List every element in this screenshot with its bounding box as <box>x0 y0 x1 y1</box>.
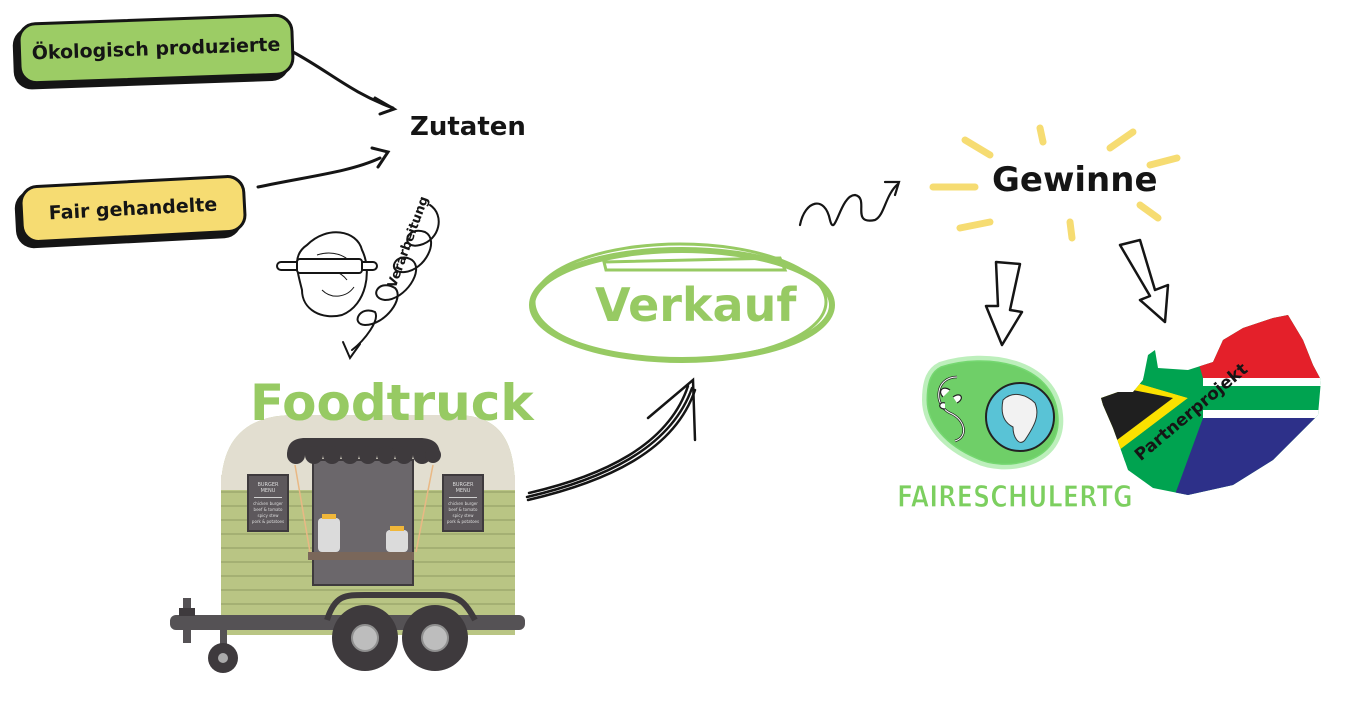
processing-spiral-arrow <box>342 204 440 361</box>
arrow-organic-to-ingredients <box>291 50 395 110</box>
ingredients-heading: Zutaten <box>410 112 526 142</box>
down-arrow-icons <box>984 238 1170 347</box>
menu-item: spicy stew <box>452 513 474 518</box>
fair-school-logo-text: FAIRESCHULERTG <box>897 479 1134 515</box>
foodtruck-illustration: BURGER MENU chicken burger beef & tomato… <box>165 410 530 675</box>
menu-item: beef & tomato <box>448 507 478 512</box>
rolling-pin-dough-icon <box>276 231 378 318</box>
fair-school-logo: FAIRESCHULERTG <box>895 355 1134 525</box>
menu-board-right-subtitle: MENU <box>455 488 471 494</box>
arrow-fair-to-ingredients-head <box>370 146 391 169</box>
profit-label: Gewinne <box>992 160 1158 200</box>
menu-item: chicken burger <box>253 501 283 506</box>
menu-item: chicken burger <box>448 501 478 506</box>
sale-ellipse <box>529 242 835 363</box>
menu-board-right-title: BURGER <box>452 482 474 488</box>
partner-project-map: Partnerprojekt <box>1093 310 1328 500</box>
menu-item: beef & tomato <box>253 507 283 512</box>
down-arrow-to-partner-icon <box>1118 238 1170 324</box>
sale-label: Verkauf <box>595 278 797 332</box>
down-arrow-to-school-icon <box>984 260 1024 347</box>
menu-board-right: BURGER MENU chicken burger beef & tomato… <box>442 474 484 532</box>
south-africa-flag-map-icon <box>1101 315 1321 495</box>
arrow-organic-to-ingredients-head <box>373 96 398 116</box>
menu-board-left: BURGER MENU chicken burger beef & tomato… <box>247 474 289 532</box>
menu-item: pork & potatoes <box>446 519 480 524</box>
arrow-fair-to-ingredients <box>256 156 382 189</box>
arrow-truck-to-sale <box>525 377 697 502</box>
arrow-sale-to-profit <box>798 180 901 227</box>
menu-board-left-subtitle: MENU <box>260 488 276 494</box>
menu-item: pork & potatoes <box>251 519 285 524</box>
menu-board-left-title: BURGER <box>257 482 279 488</box>
foodtruck-title: Foodtruck <box>250 374 534 432</box>
sun-rays-icon <box>929 124 1181 242</box>
menu-item: spicy stew <box>257 513 279 518</box>
